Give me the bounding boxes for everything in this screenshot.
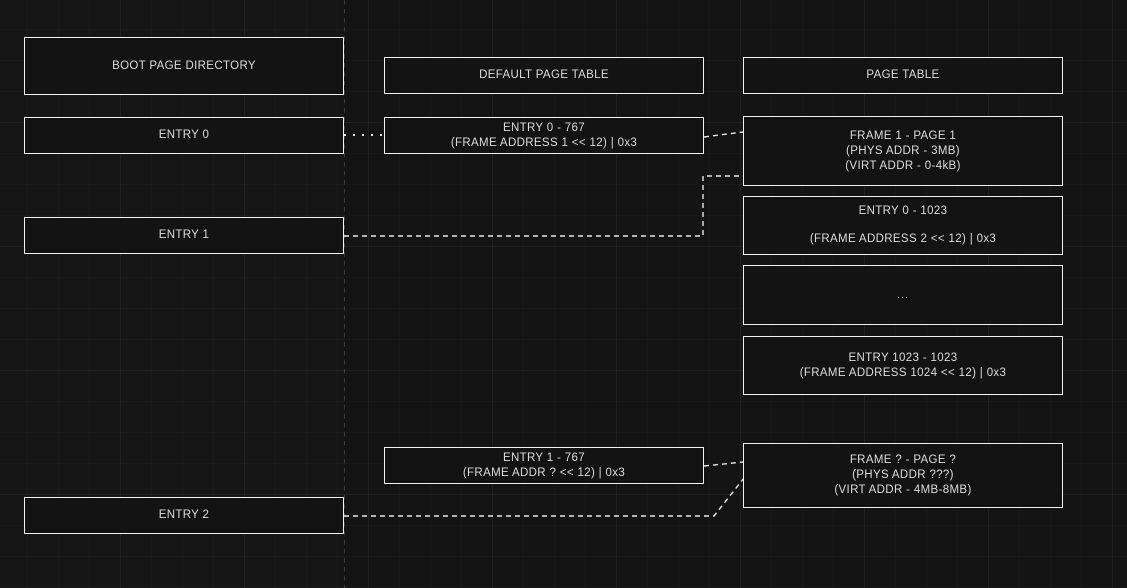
vertical-guide-line — [344, 0, 345, 588]
default-page-table-entry-1-line1: ENTRY 1 - 767 — [502, 451, 586, 464]
default-page-table-entry-0[interactable]: ENTRY 0 - 767 (FRAME ADDRESS 1 << 12) | … — [384, 117, 704, 154]
default-page-table-header-label: DEFAULT PAGE TABLE — [479, 69, 609, 81]
default-page-table-entry-0-line2: (FRAME ADDRESS 1 << 12) | 0x3 — [450, 136, 638, 149]
page-table-frame-unknown[interactable]: FRAME ? - PAGE ? (PHYS ADDR ???) (VIRT A… — [743, 443, 1063, 508]
boot-page-directory-entry-2-label: ENTRY 2 — [158, 509, 210, 521]
default-page-table-header[interactable]: DEFAULT PAGE TABLE — [384, 57, 704, 94]
page-table-entry-0-1023-line1: ENTRY 0 - 1023 — [858, 205, 948, 217]
page-table-entry-1023-1023[interactable]: ENTRY 1023 - 1023 (FRAME ADDRESS 1024 <<… — [743, 336, 1063, 395]
boot-page-directory-entry-0[interactable]: ENTRY 0 — [24, 117, 344, 154]
page-table-entry-1023-1023-line2: (FRAME ADDRESS 1024 << 12) | 0x3 — [799, 366, 1007, 379]
boot-page-directory-header[interactable]: BOOT PAGE DIRECTORY — [24, 37, 344, 95]
boot-page-directory-entry-2[interactable]: ENTRY 2 — [24, 497, 344, 534]
page-table-frame-1[interactable]: FRAME 1 - PAGE 1 (PHYS ADDR - 3MB) (VIRT… — [743, 116, 1063, 186]
connector-default-entry1-to-frame-unknown — [703, 461, 744, 467]
boot-page-directory-header-label: BOOT PAGE DIRECTORY — [112, 59, 256, 72]
default-page-table-entry-0-line1: ENTRY 0 - 767 — [502, 121, 586, 134]
page-table-header[interactable]: PAGE TABLE — [743, 57, 1063, 94]
page-table-entry-0-1023-line2: (FRAME ADDRESS 2 << 12) | 0x3 — [809, 233, 997, 245]
page-table-frame-1-line3: (VIRT ADDR - 0-4kB) — [845, 159, 961, 172]
page-table-header-label: PAGE TABLE — [866, 69, 940, 81]
boot-page-directory-entry-0-label: ENTRY 0 — [158, 129, 210, 141]
default-page-table-entry-1-line2: (FRAME ADDR ? << 12) | 0x3 — [462, 466, 626, 479]
page-table-frame-unknown-line1: FRAME ? - PAGE ? — [849, 454, 957, 466]
boot-page-directory-entry-1[interactable]: ENTRY 1 — [24, 217, 344, 254]
page-table-frame-1-line1: FRAME 1 - PAGE 1 — [849, 129, 957, 142]
page-table-frame-1-line2: (PHYS ADDR - 3MB) — [846, 144, 960, 157]
page-table-entry-0-1023[interactable]: ENTRY 0 - 1023 (FRAME ADDRESS 2 << 12) |… — [743, 196, 1063, 255]
page-table-entry-ellipsis-label: ... — [896, 288, 910, 301]
connector-default-entry0-to-frame1 — [703, 131, 744, 138]
page-table-frame-unknown-line3: (VIRT ADDR - 4MB-8MB) — [834, 484, 972, 496]
default-page-table-entry-1[interactable]: ENTRY 1 - 767 (FRAME ADDR ? << 12) | 0x3 — [384, 447, 704, 484]
connector-entry1-to-frame1 — [344, 175, 743, 237]
boot-page-directory-entry-1-label: ENTRY 1 — [158, 229, 210, 241]
page-table-entry-1023-1023-line1: ENTRY 1023 - 1023 — [848, 351, 958, 364]
page-table-frame-unknown-line2: (PHYS ADDR ???) — [852, 469, 954, 481]
page-table-entry-ellipsis[interactable]: ... — [743, 265, 1063, 325]
